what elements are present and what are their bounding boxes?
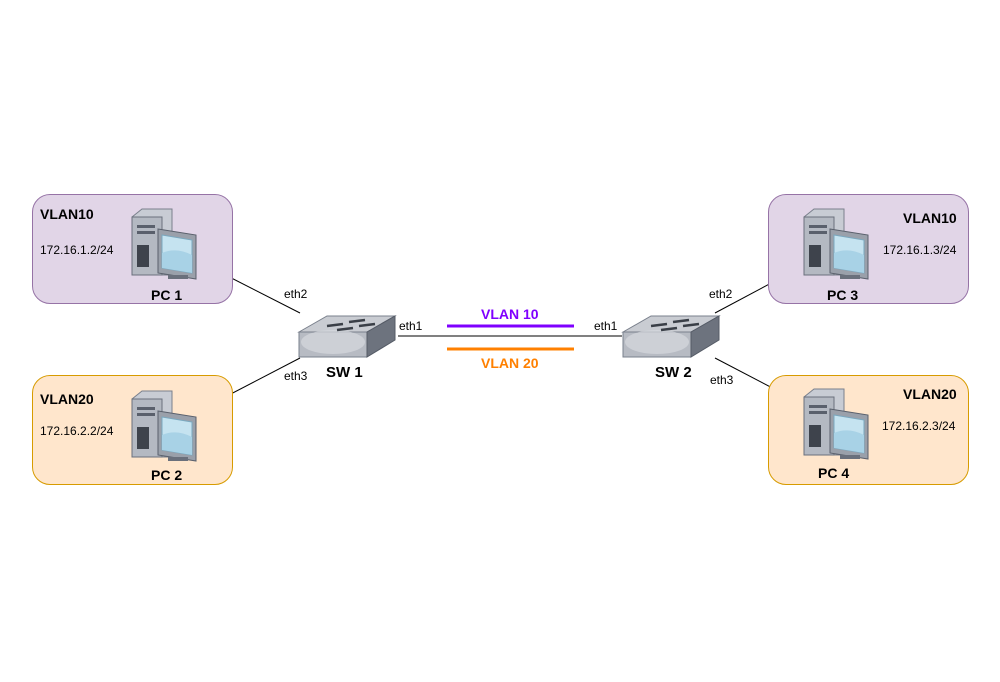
pc-icon[interactable] [128, 387, 203, 465]
port-label: eth3 [710, 373, 734, 387]
port-label: eth3 [284, 369, 308, 383]
port-label: eth2 [284, 287, 308, 301]
ip-address: 172.16.1.3/24 [883, 243, 957, 257]
port-label: eth2 [709, 287, 733, 301]
port-label: eth1 [399, 319, 423, 333]
port-label: eth1 [594, 319, 618, 333]
trunk-vlan10-label: VLAN 10 [481, 306, 539, 322]
ip-address: 172.16.2.2/24 [40, 424, 114, 438]
trunk-vlan20-label: VLAN 20 [481, 355, 539, 371]
pc-name: PC 3 [827, 287, 859, 303]
pc-icon[interactable] [800, 385, 875, 463]
switch-icon[interactable] [621, 314, 721, 359]
ip-address: 172.16.2.3/24 [882, 419, 956, 433]
vlan-label: VLAN20 [40, 391, 94, 407]
switch-name: SW 1 [326, 364, 363, 381]
pc-name: PC 1 [151, 287, 183, 303]
switch-icon[interactable] [297, 314, 397, 359]
vlan-label: VLAN10 [40, 206, 94, 222]
vlan-label: VLAN10 [903, 210, 957, 226]
pc-name: PC 4 [818, 465, 850, 481]
switch-name: SW 2 [655, 364, 692, 381]
vlan-label: VLAN20 [903, 386, 957, 402]
pc-name: PC 2 [151, 467, 183, 483]
pc-icon[interactable] [800, 205, 875, 283]
ip-address: 172.16.1.2/24 [40, 243, 114, 257]
pc-icon[interactable] [128, 205, 203, 283]
